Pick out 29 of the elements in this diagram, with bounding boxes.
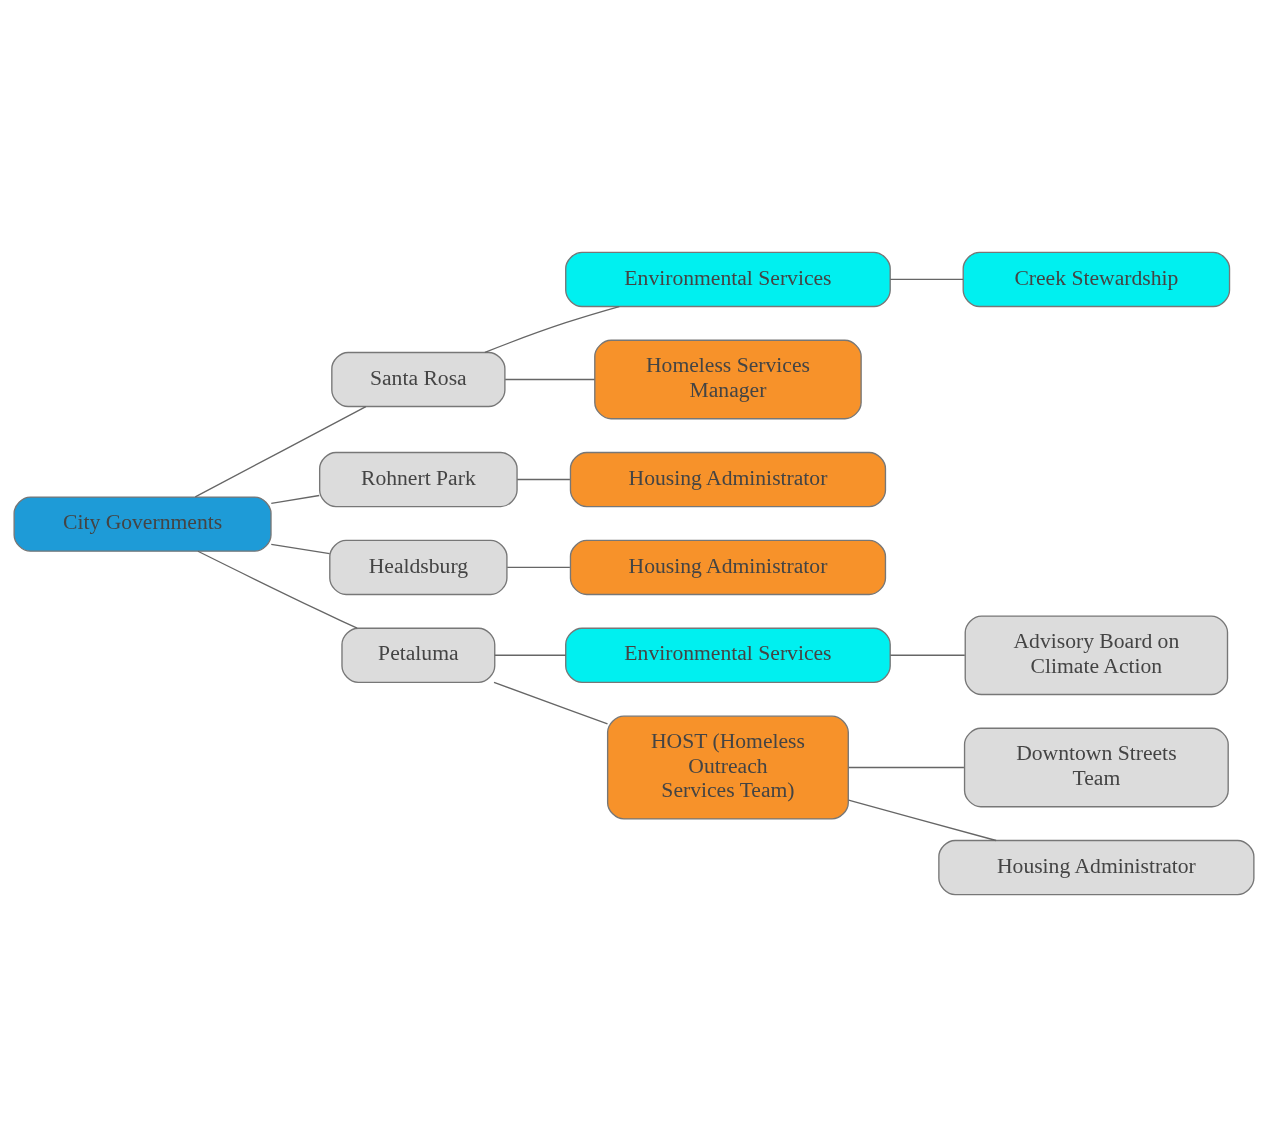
connector <box>889 654 966 656</box>
connector <box>504 378 596 380</box>
node-box: Downtown Streets Team <box>963 727 1229 807</box>
connector <box>493 681 609 725</box>
node-box: Rohnert Park <box>319 451 518 507</box>
connector <box>194 405 367 498</box>
node-box: Environmental Services <box>565 251 891 307</box>
connector <box>484 305 620 353</box>
node-box: HOST (Homeless Outreach Services Team) <box>606 714 849 820</box>
connector <box>847 798 997 841</box>
connector <box>506 566 571 568</box>
node-box: Healdsburg <box>329 539 508 595</box>
connector <box>270 543 331 554</box>
connector <box>494 654 567 656</box>
node-box: Santa Rosa <box>331 351 506 407</box>
node-box: Creek Stewardship <box>962 251 1231 307</box>
connector <box>889 278 964 280</box>
connector <box>516 478 571 480</box>
node-box: Homeless Services Manager <box>594 339 862 419</box>
node-box: Housing Administrator <box>569 539 887 595</box>
node-box: Advisory Board on Climate Action <box>964 614 1229 695</box>
node-box: Housing Administrator <box>938 839 1255 895</box>
node-box: Environmental Services <box>565 627 891 683</box>
connector <box>270 494 320 504</box>
connector <box>197 550 358 629</box>
node-box: City Governments <box>13 495 272 552</box>
connector <box>847 766 965 768</box>
node-box: Petaluma <box>341 627 496 683</box>
node-box: Housing Administrator <box>569 451 887 507</box>
